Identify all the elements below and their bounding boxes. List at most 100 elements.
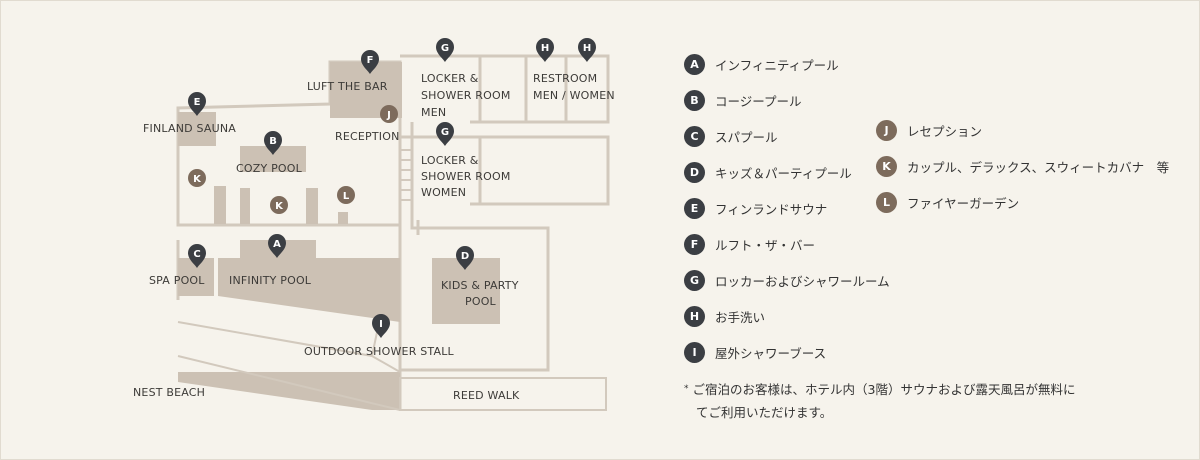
kids-pool-area bbox=[432, 258, 500, 324]
legend-badge-k: K bbox=[876, 155, 897, 177]
label-cozy: COZY POOL bbox=[236, 162, 303, 175]
svg-text:B: B bbox=[269, 136, 277, 147]
legend-badge-f: F bbox=[684, 233, 705, 255]
label-locker-women-3: WOMEN bbox=[421, 186, 466, 199]
label-reed: REED WALK bbox=[453, 389, 520, 402]
legend-badge-c: C bbox=[684, 125, 705, 147]
svg-text:K: K bbox=[275, 201, 284, 212]
svg-text:F: F bbox=[367, 55, 374, 66]
paths bbox=[177, 317, 607, 411]
infinity-pool-main bbox=[218, 258, 400, 322]
note-line-2: てご利用いただけます。 bbox=[696, 405, 833, 420]
label-nest: NEST BEACH bbox=[133, 386, 205, 399]
facility-map: LUFT THE BAR FINLAND SAUNA RECEPTION COZ… bbox=[133, 38, 615, 411]
legend-item-l: L ファイヤーガーデン bbox=[876, 184, 1169, 220]
cabana-2 bbox=[240, 188, 250, 224]
label-locker-men-1: LOCKER & bbox=[421, 72, 479, 85]
legend-text-i: 屋外シャワーブース bbox=[715, 345, 827, 361]
legend-badge-b: B bbox=[684, 89, 705, 111]
pin-i[interactable]: I bbox=[372, 314, 390, 338]
legend-item-e: E フィンランドサウナ bbox=[684, 190, 890, 226]
legend-text-f: ルフト・ザ・バー bbox=[715, 237, 816, 253]
label-finland: FINLAND SAUNA bbox=[143, 122, 236, 135]
legend-item-i: I 屋外シャワーブース bbox=[684, 334, 890, 370]
legend-badge-j: J bbox=[876, 119, 897, 141]
nest-beach-area bbox=[178, 372, 400, 410]
label-restroom-2: MEN / WOMEN bbox=[533, 89, 615, 102]
svg-text:G: G bbox=[441, 43, 449, 54]
label-locker-men-2: SHOWER ROOM bbox=[421, 89, 511, 102]
map-areas bbox=[178, 62, 500, 410]
legend-badge-d: D bbox=[684, 161, 705, 183]
svg-text:E: E bbox=[194, 97, 201, 108]
note-mark: * bbox=[684, 384, 689, 394]
legend-badge-h: H bbox=[684, 305, 705, 327]
pin-c[interactable]: C bbox=[188, 244, 206, 268]
svg-text:G: G bbox=[441, 127, 449, 138]
label-infinity: INFINITY POOL bbox=[229, 274, 312, 287]
svg-text:H: H bbox=[541, 43, 549, 54]
legend-item-a: A インフィニティプール bbox=[684, 46, 890, 82]
pin-d[interactable]: D bbox=[456, 246, 474, 270]
svg-text:A: A bbox=[273, 239, 281, 250]
legend-badge-e: E bbox=[684, 197, 705, 219]
legend-text-k: カップル、デラックス、スウィートカバナ 等 bbox=[907, 159, 1170, 175]
svg-text:J: J bbox=[386, 110, 391, 121]
legend-text-e: フィンランドサウナ bbox=[715, 201, 828, 217]
cabana-3 bbox=[306, 188, 318, 224]
legend-text-d: キッズ＆パーティプール bbox=[715, 165, 852, 181]
legend-left: A インフィニティプール B コージープール C スパプール D キッズ＆パーティプール E フィ… bbox=[684, 46, 890, 370]
pin-g-women[interactable]: G bbox=[436, 122, 454, 146]
legend-text-j: レセプション bbox=[907, 123, 983, 139]
legend-badge-g: G bbox=[684, 269, 705, 291]
legend-text-l: ファイヤーガーデン bbox=[907, 195, 1020, 211]
legend-badge-l: L bbox=[876, 191, 897, 213]
label-kids-2: POOL bbox=[465, 295, 497, 308]
svg-text:I: I bbox=[379, 319, 383, 330]
finland-sauna-area bbox=[178, 112, 216, 146]
legend-item-c: C スパプール bbox=[684, 118, 890, 154]
svg-text:K: K bbox=[193, 174, 202, 185]
legend-text-b: コージープール bbox=[715, 93, 802, 109]
marker-k-2[interactable]: K bbox=[270, 196, 288, 214]
legend-item-d: D キッズ＆パーティプール bbox=[684, 154, 890, 190]
legend-right: J レセプション K カップル、デラックス、スウィートカバナ 等 L ファイヤーガーデン bbox=[876, 112, 1169, 220]
label-spa: SPA POOL bbox=[149, 274, 205, 287]
svg-text:D: D bbox=[461, 251, 469, 262]
pin-a[interactable]: A bbox=[268, 234, 286, 258]
pin-f[interactable]: F bbox=[361, 50, 379, 74]
legend-item-b: B コージープール bbox=[684, 82, 890, 118]
building-walls bbox=[176, 54, 610, 410]
note-line-1: ご宿泊のお客様は、ホテル内（3階）サウナおよび露天風呂が無料に bbox=[692, 382, 1076, 397]
pin-h-women[interactable]: H bbox=[578, 38, 596, 62]
pin-g-men[interactable]: G bbox=[436, 38, 454, 62]
guest-note: *ご宿泊のお客様は、ホテル内（3階）サウナおよび露天風呂が無料に てご利用いただ… bbox=[684, 378, 1075, 424]
legend-item-h: H お手洗い bbox=[684, 298, 890, 334]
svg-text:L: L bbox=[343, 191, 350, 202]
marker-j[interactable]: J bbox=[380, 105, 398, 123]
label-locker-women-2: SHOWER ROOM bbox=[421, 170, 511, 183]
label-luft: LUFT THE BAR bbox=[307, 80, 388, 93]
legend-text-g: ロッカーおよびシャワールーム bbox=[715, 273, 890, 289]
fire-garden bbox=[338, 212, 348, 224]
label-restroom-1: RESTROOM bbox=[533, 72, 597, 85]
stairs bbox=[400, 149, 412, 201]
legend-text-c: スパプール bbox=[715, 129, 778, 145]
label-locker-women-1: LOCKER & bbox=[421, 154, 479, 167]
pin-e[interactable]: E bbox=[188, 92, 206, 116]
cabana-1 bbox=[214, 186, 226, 224]
pin-h-men[interactable]: H bbox=[536, 38, 554, 62]
svg-text:C: C bbox=[193, 249, 200, 260]
pin-b[interactable]: B bbox=[264, 131, 282, 155]
legend-text-h: お手洗い bbox=[715, 309, 766, 325]
marker-k-1[interactable]: K bbox=[188, 169, 206, 187]
legend-text-a: インフィニティプール bbox=[715, 57, 839, 73]
label-reception: RECEPTION bbox=[335, 130, 400, 143]
legend-badge-i: I bbox=[684, 341, 705, 363]
marker-l[interactable]: L bbox=[337, 186, 355, 204]
legend-badge-a: A bbox=[684, 53, 705, 75]
label-outdoor: OUTDOOR SHOWER STALL bbox=[304, 345, 455, 358]
svg-text:H: H bbox=[583, 43, 591, 54]
legend-item-k: K カップル、デラックス、スウィートカバナ 等 bbox=[876, 148, 1169, 184]
legend-item-f: F ルフト・ザ・バー bbox=[684, 226, 890, 262]
